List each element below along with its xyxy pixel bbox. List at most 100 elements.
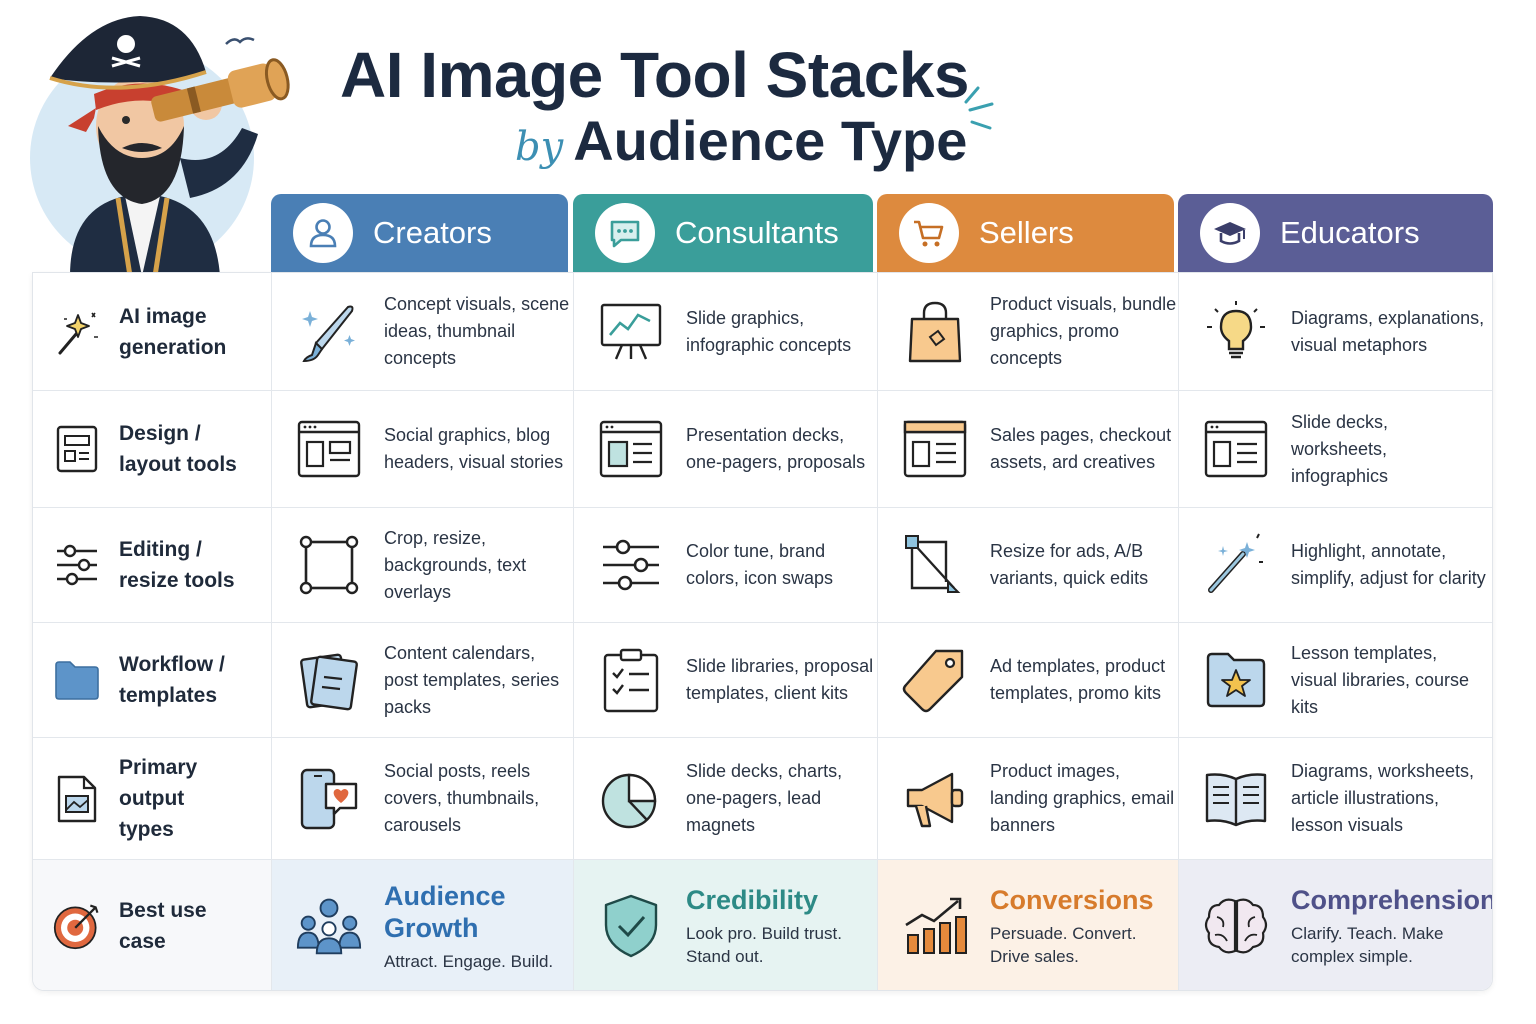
- shield-check-icon: [598, 893, 664, 959]
- row-label-cell: Editing / resize tools: [33, 508, 272, 622]
- use-case-educators: Comprehension Clarify. Teach. Make compl…: [1179, 860, 1493, 990]
- chat-bubble-icon: [595, 203, 655, 263]
- use-case-consultants: Credibility Look pro. Build trust. Stand…: [574, 860, 878, 990]
- table-row-ai-image-generation: AI image generation Concept visuals, sce…: [33, 273, 1492, 391]
- row-label: AI image generation: [119, 304, 227, 359]
- table-row-primary-output-types: Primary output types Social posts, reels…: [33, 738, 1492, 860]
- cell-sellers-primary-output-types: Product images, landing graphics, email …: [878, 738, 1179, 859]
- use-case-text: Credibility Look pro. Build trust. Stand…: [686, 884, 856, 968]
- use-case-creators: Audience Growth Attract. Engage. Build.: [272, 860, 574, 990]
- row-label: Design / layout tools: [119, 422, 237, 476]
- row-label-cell: Primary output types: [33, 738, 272, 859]
- cell-description: Lesson templates, visual libraries, cour…: [1291, 642, 1470, 717]
- cell-description: Concept visuals, scene ideas, thumbnail …: [384, 294, 570, 368]
- brain-icon: [1203, 893, 1269, 959]
- sliders-icon: [53, 541, 101, 589]
- cell-description: Content calendars, post templates, serie…: [384, 642, 560, 717]
- user-icon: [293, 203, 353, 263]
- shopping-bag-icon: [902, 299, 968, 365]
- pie-chart-icon: [598, 766, 664, 832]
- use-case-text: Comprehension Clarify. Teach. Make compl…: [1291, 884, 1493, 968]
- cell-description: Sales pages, checkout assets, ard creati…: [990, 425, 1172, 472]
- cell-consultants-editing-resize-tools: Color tune, brand colors, icon swaps: [574, 508, 878, 622]
- column-header-label: Creators: [373, 215, 492, 250]
- image-file-icon: [53, 775, 101, 823]
- sparkle-accent-icon: [962, 82, 998, 139]
- column-header-sellers: Sellers: [877, 194, 1174, 272]
- row-label: Workflow / templates: [119, 653, 225, 707]
- use-case-text: Conversions Persuade. Convert. Drive sal…: [990, 884, 1160, 968]
- column-header-label: Sellers: [979, 215, 1074, 250]
- row-label: Editing / resize tools: [119, 538, 235, 592]
- use-case-text: Audience Growth Attract. Engage. Build.: [384, 880, 564, 973]
- cell-description: Product images, landing graphics, email …: [990, 761, 1175, 835]
- layout-window-icon: [902, 416, 968, 482]
- audience-group-icon: [296, 893, 362, 959]
- cell-description: Color tune, brand colors, icon swaps: [686, 541, 834, 588]
- resize-icon: [902, 532, 968, 598]
- use-case-title: Audience Growth: [384, 880, 506, 943]
- table-body: AI image generation Concept visuals, sce…: [32, 272, 1493, 991]
- use-case-sellers: Conversions Persuade. Convert. Drive sal…: [878, 860, 1179, 990]
- table-row-workflow-templates: Workflow / templates Content calendars, …: [33, 623, 1492, 738]
- cell-sellers-workflow-templates: Ad templates, product templates, promo k…: [878, 623, 1179, 737]
- cell-consultants-primary-output-types: Slide decks, charts, one-pagers, lead ma…: [574, 738, 878, 859]
- layout-window-icon: [1203, 416, 1269, 482]
- cell-description: Resize for ads, A/B variants, quick edit…: [990, 541, 1149, 588]
- cell-description: Slide graphics, infographic concepts: [686, 307, 852, 355]
- cell-description: Slide decks, worksheets, infographics: [1291, 411, 1389, 486]
- row-label: Primary output types: [119, 756, 198, 841]
- stacked-pages-icon: [296, 647, 362, 713]
- row-label-cell: Design / layout tools: [33, 391, 272, 507]
- use-case-subtitle: Attract. Engage. Build.: [384, 951, 554, 971]
- use-case-subtitle: Clarify. Teach. Make complex simple.: [1291, 924, 1444, 966]
- clipboard-checklist-icon: [598, 647, 664, 713]
- sliders-icon: [598, 532, 664, 598]
- cell-sellers-editing-resize-tools: Resize for ads, A/B variants, quick edit…: [878, 508, 1179, 622]
- cell-educators-primary-output-types: Diagrams, worksheets, article illustrati…: [1179, 738, 1492, 859]
- cell-educators-design-layout-tools: Slide decks, worksheets, infographics: [1179, 391, 1492, 507]
- cell-creators-design-layout-tools: Social graphics, blog headers, visual st…: [272, 391, 574, 507]
- star-folder-icon: [1203, 647, 1269, 713]
- layout-window-icon: [598, 416, 664, 482]
- open-book-icon: [1203, 766, 1269, 832]
- subtitle-audience-type: Audience Type: [573, 109, 968, 172]
- cell-description: Diagrams, worksheets, article illustrati…: [1291, 761, 1475, 835]
- price-tag-icon: [902, 647, 968, 713]
- layout-window-icon: [296, 416, 362, 482]
- cell-creators-primary-output-types: Social posts, reels covers, thumbnails, …: [272, 738, 574, 859]
- magic-wand-icon: [1203, 532, 1269, 598]
- cell-consultants-design-layout-tools: Presentation decks, one-pagers, proposal…: [574, 391, 878, 507]
- cell-consultants-workflow-templates: Slide libraries, proposal templates, cli…: [574, 623, 878, 737]
- subtitle-by: by: [515, 124, 564, 170]
- row-label-cell: AI image generation: [33, 273, 272, 390]
- phone-heart-icon: [296, 766, 362, 832]
- use-case-title: Credibility: [686, 885, 819, 915]
- column-header-creators: Creators: [271, 194, 568, 272]
- cell-description: Social posts, reels covers, thumbnails, …: [384, 761, 540, 835]
- growth-chart-icon: [902, 893, 968, 959]
- cell-description: Crop, resize, backgrounds, text overlays: [384, 527, 527, 602]
- presentation-chart-icon: [598, 299, 664, 365]
- column-header-label: Consultants: [675, 215, 839, 250]
- lightbulb-icon: [1203, 299, 1269, 365]
- cell-description: Product visuals, bundle graphics, promo …: [990, 294, 1177, 368]
- column-header-label: Educators: [1280, 215, 1420, 250]
- crop-frame-icon: [296, 532, 362, 598]
- cell-educators-workflow-templates: Lesson templates, visual libraries, cour…: [1179, 623, 1492, 737]
- pirate-mascot-illustration: [30, 8, 310, 277]
- shopping-cart-icon: [899, 203, 959, 263]
- column-header-row: Creators Consultants Sellers Educators: [32, 194, 1493, 272]
- cell-creators-workflow-templates: Content calendars, post templates, serie…: [272, 623, 574, 737]
- row-label: Best use case: [119, 899, 207, 953]
- cell-creators-editing-resize-tools: Crop, resize, backgrounds, text overlays: [272, 508, 574, 622]
- cell-sellers-design-layout-tools: Sales pages, checkout assets, ard creati…: [878, 391, 1179, 507]
- magic-wand-icon: [53, 308, 101, 356]
- use-case-title: Comprehension: [1291, 885, 1493, 915]
- row-label-cell: Best use case: [33, 860, 272, 990]
- cell-sellers-ai-image-generation: Product visuals, bundle graphics, promo …: [878, 273, 1179, 390]
- cell-description: Social graphics, blog headers, visual st…: [384, 425, 564, 472]
- use-case-title: Conversions: [990, 885, 1154, 915]
- table-row-editing-resize-tools: Editing / resize tools Crop, resize, bac…: [33, 508, 1492, 623]
- cell-description: Diagrams, explanations, visual metaphors: [1291, 307, 1485, 355]
